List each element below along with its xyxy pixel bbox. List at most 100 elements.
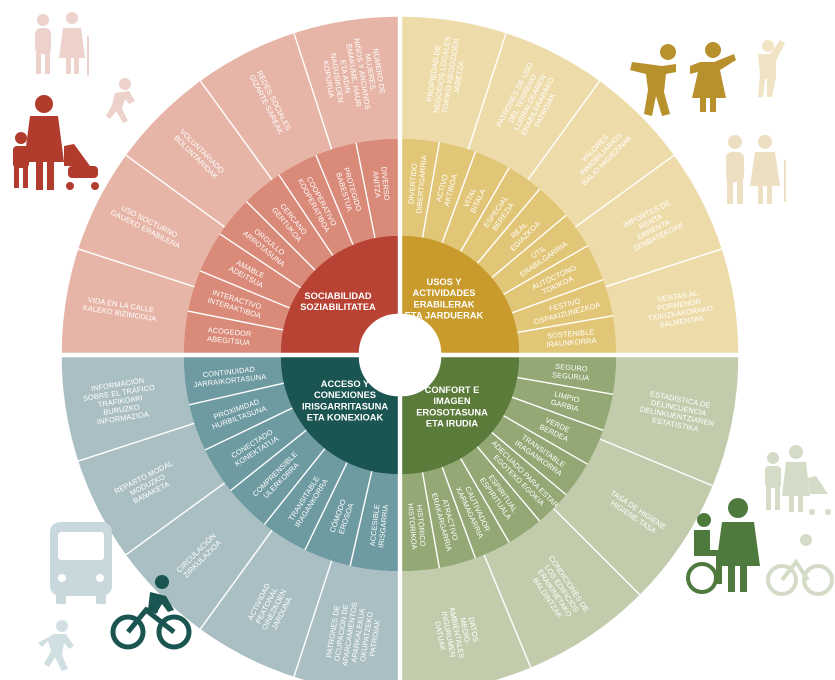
wheelchair-family-icon xyxy=(686,498,760,594)
quadrant-title-line: CONEXIONES xyxy=(314,390,376,400)
outer-ring-sociabilidad xyxy=(61,16,398,353)
outer-ring-confort xyxy=(402,357,739,680)
quadrant-title-line: ETA IRUDIA xyxy=(426,419,478,429)
walking-couple-icon xyxy=(726,135,786,204)
inner-label-usos-line: DIVERTIDO xyxy=(406,163,419,205)
inner-divider xyxy=(349,471,373,566)
quadrant-title-line: IRISGARRITASUNA xyxy=(302,401,388,411)
quadrant-title-line: ETA JARDUERAK xyxy=(405,311,484,321)
inner-ring-acceso xyxy=(183,357,398,572)
quadrant-title-line: CONFORT E xyxy=(425,385,480,395)
quadrant-title-line: ETA KONEXIOAK xyxy=(307,413,384,423)
family-icon xyxy=(765,445,831,515)
dancing-people-icon xyxy=(630,42,736,116)
inner-divider xyxy=(491,431,567,496)
inner-label-sociabilidad: ACOGEDORABEGITSUA xyxy=(206,325,251,347)
outer-divider xyxy=(78,422,195,462)
inner-label-sociabilidad-line: ANITZA xyxy=(371,171,383,199)
inner-divider xyxy=(491,214,567,279)
child-icon xyxy=(758,40,785,97)
outer-divider xyxy=(125,482,226,556)
outer-label-confort: CONDICIONES DELOS EDIFICIOSERAIKINETAKOB… xyxy=(526,554,591,628)
inner-divider xyxy=(199,270,290,309)
inner-label-sociabilidad-line: DIVERSO xyxy=(379,166,391,201)
inner-label-confort-line: HISTORIKOA xyxy=(406,503,419,550)
inner-label-sociabilidad-line: ACOGEDOR xyxy=(207,325,252,338)
inner-divider xyxy=(421,472,441,569)
outer-divider xyxy=(199,80,273,181)
outer-label-confort: DATOSMEDIO-AMBIENTALESINGURUMENDATUAK xyxy=(431,603,483,663)
outer-divider xyxy=(553,508,641,596)
quadrant-title-line: ACCESO Y xyxy=(321,379,370,389)
inner-label-usos-line: IRAUNKORRA xyxy=(546,336,597,349)
outer-divider xyxy=(125,154,226,228)
center-sector-acceso xyxy=(280,357,398,475)
center-sector-confort xyxy=(402,357,520,475)
inner-divider xyxy=(460,458,510,543)
inner-label-usos: SOSTENIBLEIRAUNKORRA xyxy=(545,327,597,349)
inner-label-usos-line: SOSTENIBLE xyxy=(547,327,595,340)
wheel-hub xyxy=(361,316,439,394)
inner-divider xyxy=(421,141,441,238)
inner-ring-confort xyxy=(402,357,617,572)
inner-divider xyxy=(189,382,284,406)
outer-divider xyxy=(483,554,532,668)
inner-label-confort: SEGUROSEGURUA xyxy=(552,362,591,383)
inner-divider xyxy=(315,154,354,245)
inner-divider xyxy=(517,376,614,396)
cyclist-icon xyxy=(766,534,834,596)
outer-divider xyxy=(574,154,675,228)
center-sector-sociabilidad xyxy=(280,235,398,353)
inner-label-sociabilidad-line: ABEGITSUA xyxy=(207,334,251,347)
outer-divider xyxy=(293,33,333,150)
inner-divider xyxy=(476,446,541,522)
inner-divider xyxy=(503,415,588,465)
quadrant-title-line: EROSOTASUNA xyxy=(416,407,488,417)
inner-label-confort-line: HISTÓRICO xyxy=(415,504,428,547)
outer-divider xyxy=(293,560,333,677)
quadrant-title-line: USOS Y xyxy=(427,277,463,287)
center-sector-usos xyxy=(402,235,520,353)
inner-divider xyxy=(511,396,604,432)
outer-ring-acceso xyxy=(61,357,398,680)
outer-divider xyxy=(527,80,601,181)
outer-divider xyxy=(78,248,195,288)
family-icon xyxy=(13,95,99,190)
inner-divider xyxy=(511,278,604,314)
inner-divider xyxy=(230,429,307,492)
outer-divider xyxy=(467,33,507,150)
inner-divider xyxy=(441,466,477,559)
quadrant-title-line: SOCIABILIDAD xyxy=(304,291,371,301)
inner-divider xyxy=(278,174,334,256)
inner-divider xyxy=(219,233,301,289)
quadrant-title-line: ERABILERAK xyxy=(414,299,475,309)
inner-divider xyxy=(187,310,284,331)
bus-icon xyxy=(50,522,112,604)
inner-divider xyxy=(304,462,348,551)
quadrant-title-line: IMAGEN xyxy=(433,396,470,406)
inner-label-confort: HISTÓRICOHISTORIKOA xyxy=(406,502,428,550)
quadrant-title-line: ACTIVIDADES xyxy=(412,288,475,298)
quadrant-title-line: SOZIABILITATEA xyxy=(300,302,376,312)
inner-label-confort-line: SEGURUA xyxy=(552,370,590,382)
outer-label-acceso: INFORMACIÓNSOBRE EL TRÁFICOTRAFIKOARIBUR… xyxy=(81,374,160,428)
pedestrian-icon xyxy=(38,620,74,671)
inner-divider xyxy=(503,245,588,295)
inner-divider xyxy=(355,142,376,239)
inner-divider xyxy=(476,188,541,264)
inner-divider xyxy=(245,200,316,271)
inner-divider xyxy=(441,151,477,244)
inner-divider xyxy=(204,407,293,451)
inner-divider xyxy=(517,314,614,334)
running-child-icon xyxy=(106,78,135,123)
inner-label-confort-line: SEGURO xyxy=(555,362,588,374)
inner-divider xyxy=(263,448,326,525)
outer-divider xyxy=(199,529,273,630)
inner-label-sociabilidad: DIVERSOANITZA xyxy=(371,166,392,202)
